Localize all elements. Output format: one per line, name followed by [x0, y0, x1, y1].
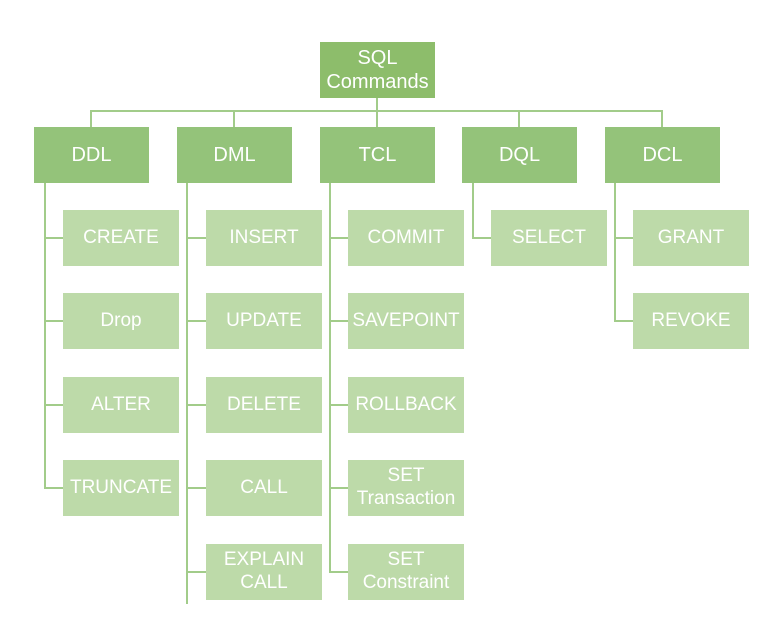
dcl-spine — [614, 183, 616, 322]
dml-tick-4 — [186, 487, 207, 489]
dql-connector — [518, 110, 520, 127]
dcl-item-grant: GRANT — [633, 210, 749, 266]
ddl-item-drop: Drop — [63, 293, 179, 349]
category-dml: DML — [177, 127, 292, 183]
category-dcl: DCL — [605, 127, 720, 183]
tcl-tick-1 — [329, 237, 349, 239]
ddl-tick-1 — [44, 237, 64, 239]
dql-item-select: SELECT — [491, 210, 607, 266]
dql-tick-1 — [472, 237, 492, 239]
category-tcl: TCL — [320, 127, 435, 183]
ddl-item-truncate: TRUNCATE — [63, 460, 179, 516]
category-ddl: DDL — [34, 127, 149, 183]
tcl-spine — [329, 183, 331, 573]
ddl-item-create: CREATE — [63, 210, 179, 266]
tcl-item-set-transaction: SET Transaction — [348, 460, 464, 516]
tcl-item-savepoint: SAVEPOINT — [348, 293, 464, 349]
dml-tick-5 — [186, 571, 207, 573]
dml-tick-2 — [186, 320, 207, 322]
tcl-connector — [376, 110, 378, 127]
dcl-tick-1 — [614, 237, 634, 239]
category-dql: DQL — [462, 127, 577, 183]
tcl-tick-3 — [329, 404, 349, 406]
dml-item-delete: DELETE — [206, 377, 322, 433]
tcl-item-rollback: ROLLBACK — [348, 377, 464, 433]
ddl-tick-3 — [44, 404, 64, 406]
root-node-sql-commands: SQL Commands — [320, 42, 435, 98]
dml-item-insert: INSERT — [206, 210, 322, 266]
tcl-tick-2 — [329, 320, 349, 322]
ddl-item-alter: ALTER — [63, 377, 179, 433]
tcl-tick-4 — [329, 487, 349, 489]
dcl-connector — [661, 110, 663, 127]
dml-connector — [233, 110, 235, 127]
tcl-tick-5 — [329, 571, 349, 573]
dml-item-explain-call: EXPLAIN CALL — [206, 544, 322, 600]
tcl-item-set-constraint: SET Constraint — [348, 544, 464, 600]
dml-tick-3 — [186, 404, 207, 406]
dml-spine — [186, 183, 188, 604]
dml-item-update: UPDATE — [206, 293, 322, 349]
ddl-connector — [90, 110, 92, 127]
root-connector-vertical — [376, 98, 378, 111]
tcl-item-commit: COMMIT — [348, 210, 464, 266]
dql-spine — [472, 183, 474, 239]
dml-item-call: CALL — [206, 460, 322, 516]
dml-tick-1 — [186, 237, 207, 239]
ddl-tick-4 — [44, 487, 64, 489]
dcl-tick-2 — [614, 320, 634, 322]
dcl-item-revoke: REVOKE — [633, 293, 749, 349]
ddl-spine — [44, 183, 46, 489]
ddl-tick-2 — [44, 320, 64, 322]
